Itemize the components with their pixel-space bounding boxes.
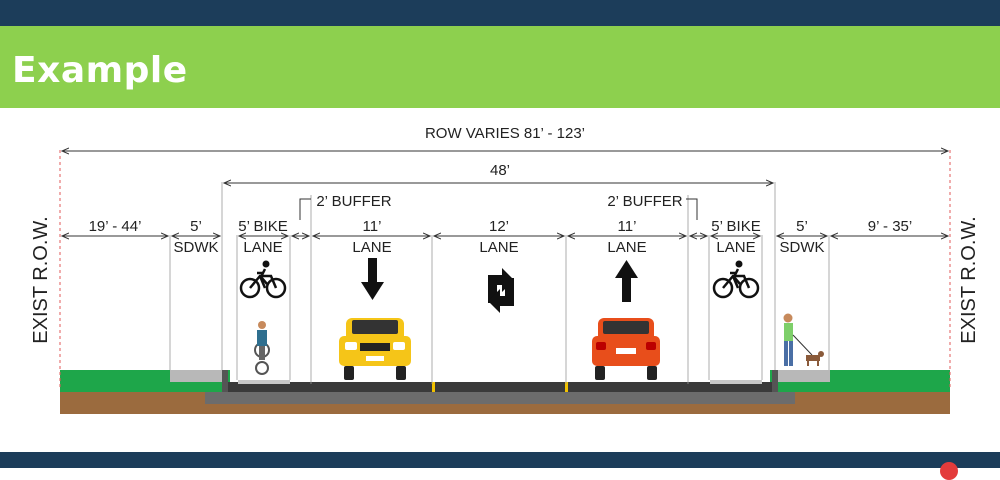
right-edge-label: EXIST R.O.W. [958,216,980,343]
left-bike-surface [238,380,290,384]
title-banner [0,26,1000,108]
arrow-up-icon [615,260,638,302]
right-lane-width: 11’ [618,218,637,235]
guide-lines [169,182,830,384]
yellow-car [339,318,411,380]
center-lane-label: LANE [479,239,518,256]
road-surface [228,382,772,392]
cyclist-figure [254,321,270,375]
dimension-lines [62,151,948,236]
center-lane-width: 12’ [489,218,509,235]
left-sidewalk-width: 5’ [190,218,202,235]
left-lane-label: LANE [352,239,391,256]
lane-divider-right [565,382,568,392]
street-cross-section: ROW VARIES 81’ - 123’ 48’ 2’ BUFFER 2’ B… [30,125,980,414]
base-layer [205,390,795,404]
pedestrian-with-dog [783,313,824,366]
left-edge-label: EXIST R.O.W. [30,216,52,343]
left-sidewalk-slab [170,370,228,382]
row-width-label: ROW VARIES 81’ - 123’ [425,125,585,142]
top-nav-bar [0,0,1000,26]
lane-divider-left [432,382,435,392]
page-title: Example [12,50,188,91]
orange-car [592,318,660,380]
right-lane-label: LANE [607,239,646,256]
right-bike-surface [710,380,762,384]
footer-bar [0,452,1000,468]
bicycle-icon [239,260,287,299]
right-setback-width: 9’ - 35’ [868,218,912,235]
left-bike-width: 5’ BIKE [238,218,287,235]
two-way-turn-arrows-icon [488,268,514,313]
left-sidewalk-label: SDWK [174,239,219,256]
right-bike-label: LANE [716,239,755,256]
arrow-down-icon [361,258,384,300]
left-setback-width: 19’ - 44’ [89,218,142,235]
left-bike-label: LANE [243,239,282,256]
right-buffer-label: 2’ BUFFER [607,193,682,210]
bicycle-icon [712,260,760,299]
right-sidewalk-slab [774,370,830,382]
right-sidewalk-width: 5’ [796,218,808,235]
right-bike-width: 5’ BIKE [711,218,760,235]
left-buffer-label: 2’ BUFFER [316,193,391,210]
left-lane-width: 11’ [363,218,382,235]
curb-to-curb-label: 48’ [490,162,510,179]
right-sidewalk-label: SDWK [780,239,825,256]
footer-logo-mark [940,462,958,480]
